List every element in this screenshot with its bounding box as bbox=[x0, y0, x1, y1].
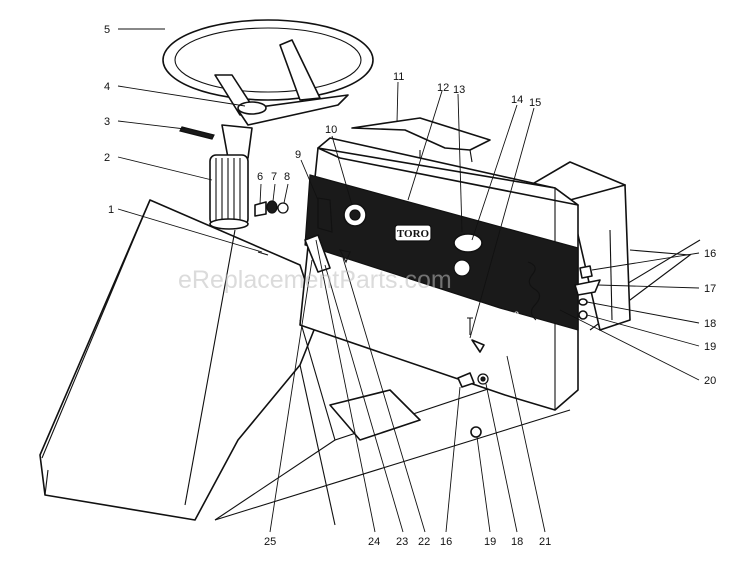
callout-25: 25 bbox=[264, 536, 276, 548]
frame-floor bbox=[214, 239, 701, 526]
callout-1: 1 bbox=[108, 204, 114, 216]
hood-panel bbox=[39, 199, 319, 521]
callout-21: 21 bbox=[539, 536, 551, 548]
callout-8: 8 bbox=[284, 171, 290, 183]
gear-marking-3: 3 bbox=[514, 310, 519, 320]
callout-6: 6 bbox=[257, 171, 263, 183]
callout-22: 22 bbox=[418, 536, 430, 548]
leader-lines bbox=[117, 28, 700, 533]
callout-2: 2 bbox=[104, 152, 110, 164]
seat-plate bbox=[351, 117, 491, 163]
gear-marking-2: 2 bbox=[514, 322, 519, 332]
gear-marking-1: 1 bbox=[514, 334, 519, 344]
callout-5: 5 bbox=[104, 24, 110, 36]
callout-16-right: 16 bbox=[704, 248, 716, 260]
small-hardware bbox=[179, 126, 601, 438]
callout-19-bottom: 19 bbox=[484, 536, 496, 548]
callout-4: 4 bbox=[104, 81, 110, 93]
steering-wheel bbox=[162, 19, 374, 126]
callout-18-bottom: 18 bbox=[511, 536, 523, 548]
callout-12: 12 bbox=[437, 82, 449, 94]
watermark: eReplacementParts.com bbox=[178, 266, 452, 294]
callout-18-right: 18 bbox=[704, 318, 716, 330]
callout-20: 20 bbox=[704, 375, 716, 387]
callout-19-right: 19 bbox=[704, 341, 716, 353]
callout-3: 3 bbox=[104, 116, 110, 128]
callout-10: 10 bbox=[325, 124, 337, 136]
callout-9: 9 bbox=[295, 149, 301, 161]
callout-24: 24 bbox=[368, 536, 380, 548]
toro-logo: TORO bbox=[397, 228, 430, 240]
dash-panel: TORO 3 2 1 bbox=[299, 137, 579, 411]
callout-23: 23 bbox=[396, 536, 408, 548]
callout-labels: 5 4 3 2 1 6 7 8 9 10 11 12 13 14 15 16 1… bbox=[104, 24, 716, 548]
callout-14: 14 bbox=[511, 94, 523, 106]
callout-11: 11 bbox=[393, 71, 404, 83]
steering-column-boot bbox=[209, 124, 253, 230]
callout-17: 17 bbox=[704, 283, 716, 295]
callout-7: 7 bbox=[271, 171, 277, 183]
callout-16-bottom: 16 bbox=[440, 536, 452, 548]
callout-13: 13 bbox=[453, 84, 465, 96]
callout-15: 15 bbox=[529, 97, 541, 109]
